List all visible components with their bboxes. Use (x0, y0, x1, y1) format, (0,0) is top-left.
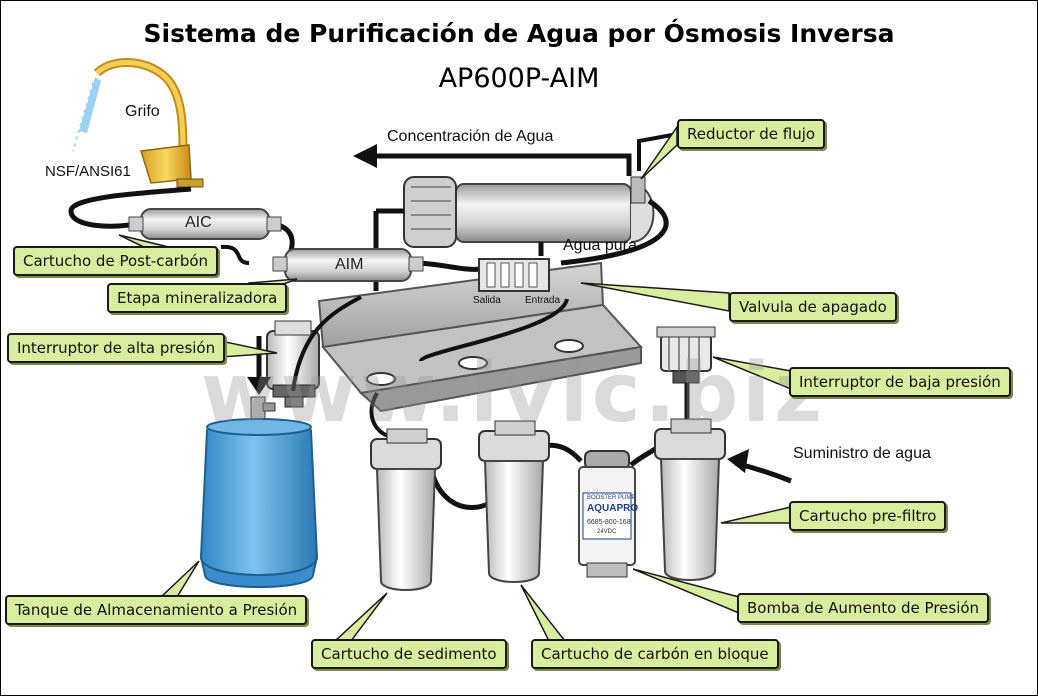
callout-booster-pump: Bomba de Aumento de Presión (737, 593, 990, 623)
callout-mineralizer: Etapa mineralizadora (107, 283, 288, 313)
tank-arrow-icon (247, 377, 271, 395)
aim-label: AIM (335, 256, 364, 273)
callout-flow-reducer: Reductor de flujo (677, 119, 826, 149)
booster-pump-icon (578, 450, 636, 578)
inlet-label: Entrada (525, 295, 561, 306)
faucet-label: Grifo (125, 103, 160, 120)
faucet-icon (72, 58, 204, 188)
nsf-label: NSF/ANSI61 (45, 163, 131, 180)
pump-brand-label: AQUAPRO (587, 503, 639, 514)
callout-low-pressure: Interruptor de baja presión (789, 367, 1011, 397)
aic-cartridge-icon (128, 208, 282, 240)
outlet-label: Salida (473, 295, 501, 306)
model-title: AP600P-AIM (438, 63, 600, 94)
callout-prefilter: Cartucho pre-filtro (789, 501, 947, 531)
sediment-housing-icon (370, 428, 442, 591)
carbon-block-housing-icon (478, 420, 550, 583)
callout-tank: Tanque de Almacenamiento a Presión (5, 595, 308, 625)
pump-model-label: 6685-800-168 (587, 519, 631, 526)
callout-carbon-block: Cartucho de carbón en bloque (531, 639, 779, 669)
pure-water-label: Agua pura (563, 237, 637, 254)
pump-top-label: BOOSTER PUMP (587, 495, 636, 501)
pump-voltage-label: 24VDC (597, 529, 617, 535)
concentrate-arrow-icon (353, 144, 377, 168)
callout-post-carbon: Cartucho de Post-carbón (13, 246, 219, 276)
aim-cartridge-icon (272, 248, 424, 282)
shutoff-valve-icon (478, 258, 550, 292)
callout-sediment: Cartucho de sedimento (311, 639, 507, 669)
callout-high-pressure: Interruptor de alta presión (7, 333, 226, 363)
low-pressure-switch-icon (656, 326, 716, 384)
water-supply-label: Suministro de agua (793, 445, 931, 462)
concentrate-tube (361, 153, 632, 176)
callout-shutoff-valve: Valvula de apagado (729, 292, 897, 322)
concentrate-label: Concentración de Agua (387, 128, 554, 145)
watermark: www.ivic.biz (201, 346, 827, 441)
prefilter-housing-icon (654, 418, 726, 581)
aic-label: AIC (185, 214, 212, 231)
page-title: Sistema de Purificación de Agua por Ósmo… (143, 19, 895, 48)
pressure-tank-icon (199, 418, 319, 588)
tank-valve-icon (250, 396, 276, 420)
